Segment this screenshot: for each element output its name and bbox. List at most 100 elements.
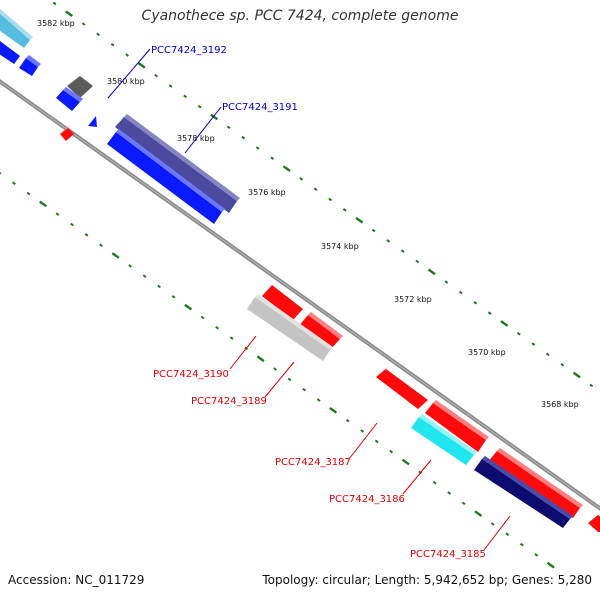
leader-pcc7424-3187 bbox=[348, 422, 378, 460]
minor-tick bbox=[99, 243, 103, 247]
minor-tick bbox=[302, 387, 307, 392]
minor-tick bbox=[418, 470, 423, 475]
minor-tick bbox=[444, 280, 449, 284]
gene-feature-red-small bbox=[60, 125, 74, 141]
minor-tick bbox=[12, 181, 16, 186]
major-tick bbox=[111, 252, 120, 259]
minor-tick bbox=[96, 32, 100, 37]
gene-label-pcc7424-3185[interactable]: PCC7424_3185 bbox=[410, 549, 486, 560]
minor-tick bbox=[128, 264, 132, 268]
gene-label-pcc7424-3186[interactable]: PCC7424_3186 bbox=[329, 494, 405, 505]
minor-tick bbox=[26, 191, 31, 196]
minor-tick bbox=[487, 311, 492, 315]
minor-tick bbox=[200, 315, 205, 320]
gene-feature-pcc7424-3191 bbox=[115, 114, 240, 213]
minor-tick bbox=[157, 284, 161, 289]
minor-tick bbox=[168, 84, 173, 88]
gene-feature-red-b bbox=[298, 312, 343, 350]
minor-tick bbox=[519, 542, 524, 547]
gene-feature-pcc7424-3192 bbox=[56, 87, 83, 111]
gene-feature-red-d bbox=[425, 400, 489, 452]
minor-tick bbox=[255, 146, 260, 150]
kbp-tick-3582: 3582 kbp bbox=[37, 19, 75, 28]
minor-tick bbox=[458, 290, 463, 295]
major-tick bbox=[184, 303, 193, 311]
gene-label-pcc7424-3191[interactable]: PCC7424_3191 bbox=[222, 102, 298, 113]
minor-tick bbox=[154, 73, 158, 78]
gene-feature-blue-tiny bbox=[88, 116, 97, 127]
minor-tick bbox=[215, 325, 219, 330]
gene-label-pcc7424-3190[interactable]: PCC7424_3190 bbox=[153, 369, 229, 380]
minor-tick bbox=[142, 274, 147, 278]
major-tick bbox=[137, 62, 146, 69]
gene-feature-blue-small bbox=[19, 55, 41, 76]
minor-tick bbox=[183, 94, 187, 99]
minor-tick bbox=[70, 222, 74, 227]
minor-tick bbox=[197, 104, 202, 109]
minor-tick bbox=[0, 172, 2, 175]
kbp-tick-3572: 3572 kbp bbox=[394, 295, 432, 304]
minor-tick bbox=[505, 532, 510, 537]
gene-label-pcc7424-3187[interactable]: PCC7424_3187 bbox=[275, 457, 351, 468]
gene-feature-red-a bbox=[262, 282, 303, 320]
major-tick bbox=[355, 216, 364, 224]
minor-tick bbox=[55, 212, 60, 216]
minor-tick bbox=[316, 398, 321, 402]
kbp-tick-3580: 3580 kbp bbox=[107, 77, 145, 86]
minor-tick bbox=[273, 367, 277, 371]
minor-tick bbox=[299, 177, 304, 181]
minor-tick bbox=[171, 295, 176, 299]
minor-tick bbox=[447, 491, 452, 495]
minor-tick bbox=[270, 156, 275, 161]
major-tick bbox=[282, 165, 291, 172]
kbp-tick-3570: 3570 kbp bbox=[468, 348, 506, 357]
major-tick bbox=[500, 320, 509, 327]
gene-feature-sky-top bbox=[0, 8, 33, 48]
major-tick bbox=[401, 458, 410, 466]
major-tick bbox=[329, 407, 338, 414]
minor-tick bbox=[229, 336, 234, 340]
minor-tick bbox=[589, 383, 594, 388]
minor-tick bbox=[516, 331, 521, 336]
kbp-tick-3574: 3574 kbp bbox=[321, 242, 359, 251]
minor-tick bbox=[490, 522, 495, 526]
major-tick bbox=[427, 268, 436, 276]
gene-feature-pcc7424-3189 bbox=[247, 294, 333, 361]
minor-tick bbox=[371, 228, 376, 233]
leader-pcc7424-3192 bbox=[107, 48, 151, 99]
gene-feature-pcc7424-3186 bbox=[411, 414, 477, 465]
gene-feature-red-f bbox=[588, 515, 600, 532]
minor-tick bbox=[461, 501, 466, 506]
minor-tick bbox=[81, 22, 86, 26]
major-tick bbox=[572, 371, 581, 379]
accession-label: Accession: NC_011729 bbox=[8, 573, 145, 587]
major-tick bbox=[210, 113, 219, 121]
major-tick bbox=[65, 10, 73, 17]
minor-tick bbox=[400, 249, 405, 253]
major-tick bbox=[546, 561, 555, 569]
minor-tick bbox=[545, 352, 550, 357]
minor-tick bbox=[313, 187, 318, 192]
minor-tick bbox=[84, 233, 89, 237]
gene-label-pcc7424-3192[interactable]: PCC7424_3192 bbox=[151, 45, 227, 56]
inner-track-dots bbox=[0, 172, 555, 569]
minor-tick bbox=[386, 239, 391, 243]
gene-label-pcc7424-3189[interactable]: PCC7424_3189 bbox=[191, 396, 267, 407]
gene-feature-sky-left bbox=[0, 41, 20, 64]
minor-tick bbox=[531, 342, 536, 346]
leader-pcc7424-3190 bbox=[229, 335, 257, 370]
gene-feature-pcc7424-3185 bbox=[474, 456, 573, 528]
minor-tick bbox=[328, 197, 333, 202]
leader-pcc7424-3185 bbox=[483, 515, 511, 551]
minor-tick bbox=[125, 53, 129, 57]
minor-tick bbox=[52, 1, 57, 6]
leader-pcc7424-3189 bbox=[264, 361, 295, 398]
minor-tick bbox=[342, 208, 347, 212]
minor-tick bbox=[360, 429, 365, 433]
major-tick bbox=[39, 200, 47, 208]
topology-summary: Topology: circular; Length: 5,942,652 bp… bbox=[262, 573, 592, 587]
minor-tick bbox=[473, 301, 478, 305]
major-tick bbox=[256, 355, 265, 363]
gene-feature-red-c bbox=[376, 366, 428, 409]
